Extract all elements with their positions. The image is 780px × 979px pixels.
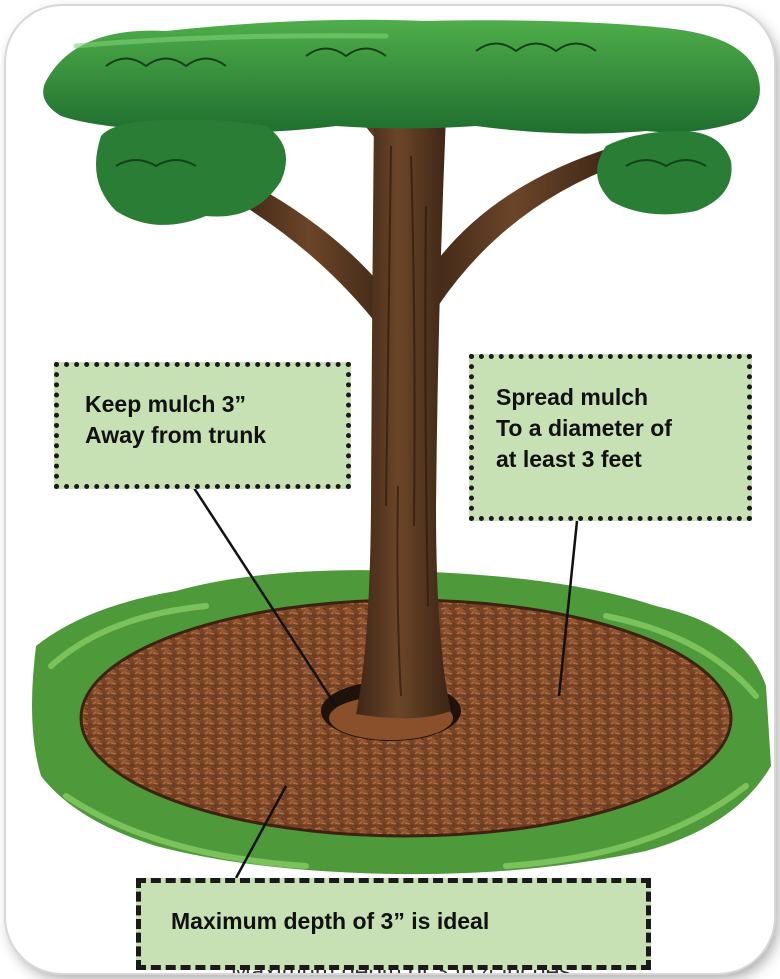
callout-diameter-line3: at least 3 feet [496,444,747,475]
callout-depth: Maximum depth of 3” is ideal [136,878,651,970]
callout-trunk-gap-line1: Keep mulch 3” [85,389,346,420]
callout-depth-text: Maximum depth of 3” is ideal [171,906,646,937]
callout-diameter: Spread mulch To a diameter of at least 3… [469,354,752,521]
right-branch [426,146,621,306]
callout-diameter-line1: Spread mulch [496,382,747,413]
callout-trunk-gap: Keep mulch 3” Away from trunk [54,362,351,489]
frame: Maximum depth of 3 to 4 inches Keep mulc… [6,6,774,973]
callout-trunk-gap-line2: Away from trunk [85,420,346,451]
tree-trunk [356,116,451,718]
callout-diameter-line2: To a diameter of [496,413,747,444]
